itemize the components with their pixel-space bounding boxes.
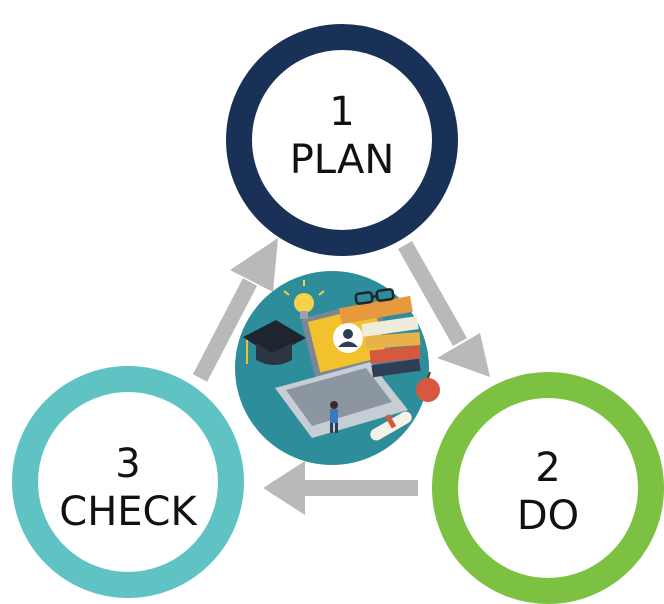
- step-check-label: CHECK: [59, 489, 197, 535]
- arrow-check-to-plan: [192, 238, 278, 382]
- step-check: 3 CHECK: [28, 428, 228, 548]
- step-plan: 1 PLAN: [262, 76, 422, 196]
- step-plan-label: PLAN: [289, 137, 395, 183]
- diploma-icon: [370, 411, 412, 441]
- arrow-do-to-check: [263, 461, 418, 515]
- ring-plan: [226, 24, 458, 256]
- graduation-cap-icon: [243, 320, 306, 365]
- ring-do: [432, 372, 664, 604]
- avatar-icon: [333, 323, 363, 353]
- step-check-number: 3: [115, 441, 141, 487]
- education-illustration: [235, 271, 440, 465]
- lightbulb-icon: [283, 280, 325, 319]
- arrow-plan-to-do: [398, 241, 490, 377]
- step-do-label: DO: [516, 493, 580, 539]
- ring-check: [12, 366, 244, 598]
- student-icon: [330, 401, 338, 433]
- books-icon: [339, 295, 421, 378]
- glasses-icon: [354, 288, 395, 305]
- step-plan-number: 1: [329, 89, 355, 135]
- step-do-number: 2: [535, 445, 561, 491]
- apple-icon: [416, 371, 440, 402]
- step-do: 2 DO: [468, 432, 628, 552]
